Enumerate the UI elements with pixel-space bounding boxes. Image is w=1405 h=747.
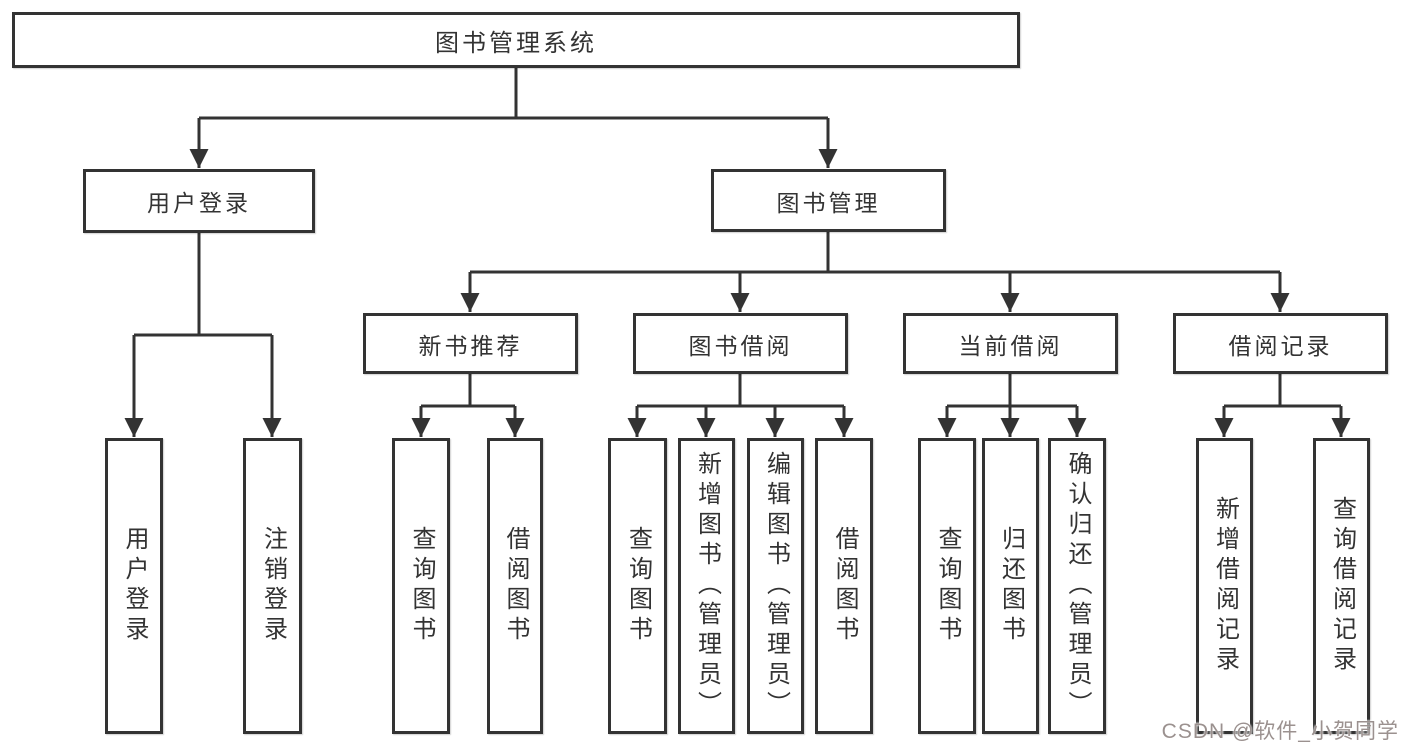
node-label: 图书管理系统 <box>435 29 597 57</box>
node-current-borrowing: 当前借阅 <box>903 313 1118 374</box>
leaf-borrow-books-recommend: 借阅图书 <box>487 438 543 734</box>
node-label: 新增借阅记录 <box>1211 496 1239 676</box>
leaf-confirm-return-admin: 确认归还（管理员） <box>1048 438 1106 734</box>
node-label: 新增图书（管理员） <box>693 451 721 721</box>
node-label: 归还图书 <box>997 526 1025 646</box>
leaf-query-borrow-record: 查询借阅记录 <box>1313 438 1370 734</box>
node-label: 用户登录 <box>121 526 148 646</box>
leaf-edit-books-admin: 编辑图书（管理员） <box>747 438 804 734</box>
node-label: 查询图书 <box>934 526 961 646</box>
node-label: 图书借阅 <box>688 332 793 359</box>
node-label: 确认归还（管理员） <box>1064 451 1091 721</box>
node-label: 用户登录 <box>147 190 251 216</box>
node-label: 图书管理 <box>776 189 881 216</box>
node-borrowing-records: 借阅记录 <box>1173 313 1388 374</box>
node-user-login: 用户登录 <box>83 169 315 233</box>
leaf-return-books: 归还图书 <box>982 438 1039 734</box>
node-new-book-recommend: 新书推荐 <box>363 313 578 374</box>
node-label: 新书推荐 <box>418 332 523 359</box>
node-label: 借阅记录 <box>1228 332 1333 359</box>
leaf-add-borrow-record: 新增借阅记录 <box>1196 438 1253 734</box>
leaf-add-books-admin: 新增图书（管理员） <box>678 438 735 734</box>
node-label: 编辑图书（管理员） <box>762 451 790 721</box>
node-label: 借阅图书 <box>502 526 529 646</box>
leaf-query-books-recommend: 查询图书 <box>392 438 450 734</box>
leaf-user-login: 用户登录 <box>105 438 163 734</box>
leaf-query-books-borrow: 查询图书 <box>608 438 667 734</box>
node-label: 当前借阅 <box>958 332 1063 359</box>
csdn-watermark: CSDN @软件_小贺同学 <box>1161 720 1399 743</box>
node-label: 注销登录 <box>259 526 287 646</box>
node-root-library-system: 图书管理系统 <box>12 12 1020 68</box>
node-book-borrowing: 图书借阅 <box>633 313 848 374</box>
node-book-management: 图书管理 <box>711 169 946 232</box>
node-label: 查询图书 <box>408 526 435 646</box>
node-label: 查询借阅记录 <box>1328 496 1356 676</box>
leaf-borrow-books: 借阅图书 <box>815 438 873 734</box>
node-label: 借阅图书 <box>831 526 858 646</box>
node-label: 查询图书 <box>624 526 652 646</box>
leaf-query-books-current: 查询图书 <box>918 438 976 734</box>
leaf-logout: 注销登录 <box>243 438 302 734</box>
